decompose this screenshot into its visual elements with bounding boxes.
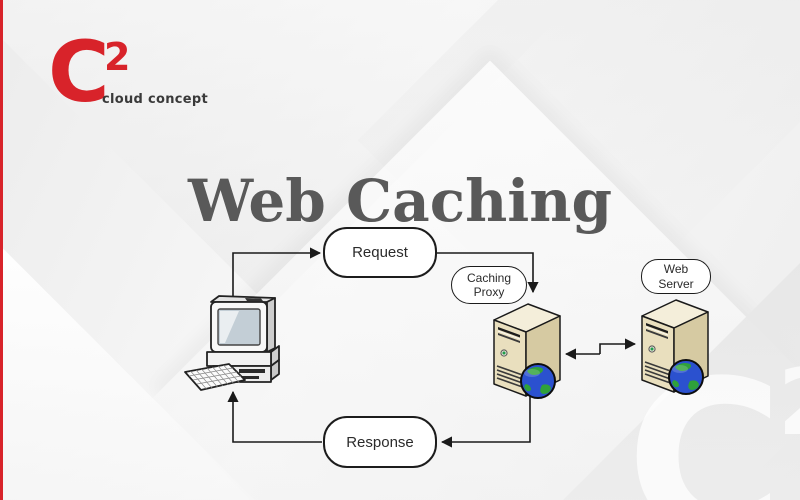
monitor-vent <box>245 298 263 301</box>
web-server-label-line1: Web <box>663 262 689 277</box>
vent-lines <box>496 365 522 388</box>
drive-slot <box>239 369 265 373</box>
drive-slit-1 <box>646 323 668 334</box>
vent-lines <box>644 361 670 384</box>
caching-proxy-label-line1: Caching <box>466 270 512 285</box>
connector-proxy-to-response <box>440 396 531 448</box>
web-server-icon <box>641 299 709 395</box>
connector-request-to-proxy <box>437 252 539 294</box>
connector-client-to-request <box>232 247 322 306</box>
web-server-label-line2: Server <box>658 276 694 291</box>
client-computer-icon <box>184 295 280 391</box>
screen-glare <box>220 311 239 343</box>
globe-icon <box>520 363 556 399</box>
slit-highlight <box>646 326 668 336</box>
slit-highlight <box>498 330 520 340</box>
node-web-server: Web Server <box>641 259 711 294</box>
monitor-base <box>206 351 272 367</box>
request-label: Request <box>352 244 408 261</box>
caching-proxy-label-line2: Proxy <box>473 285 505 299</box>
power-led <box>650 347 654 351</box>
page-title: Web Caching <box>187 166 613 235</box>
cloud-concept-logo: C 2 cloud concept <box>48 30 228 120</box>
drive-slit-2 <box>498 333 520 343</box>
logo-letter-c: C <box>48 23 110 121</box>
drive-slot-2 <box>239 376 259 379</box>
node-caching-proxy: Caching Proxy <box>451 266 527 304</box>
caching-proxy-server-icon <box>493 303 561 399</box>
power-led <box>502 351 506 355</box>
keyboard-keys <box>190 364 240 390</box>
watermark-exponent: 2 <box>778 349 800 456</box>
logo-tagline: cloud concept <box>102 92 209 107</box>
response-label: Response <box>346 433 414 451</box>
node-request: Request <box>323 227 437 278</box>
node-response: Response <box>323 416 437 468</box>
monitor-side <box>266 297 276 353</box>
drive-slit-2 <box>646 329 668 339</box>
logo-exponent: 2 <box>104 35 131 79</box>
globe-icon <box>668 359 704 395</box>
left-red-accent-bar <box>0 0 3 500</box>
connector-proxy-to-webserver <box>599 338 637 354</box>
drive-slit-1 <box>498 327 520 338</box>
connector-response-to-client <box>227 390 322 443</box>
